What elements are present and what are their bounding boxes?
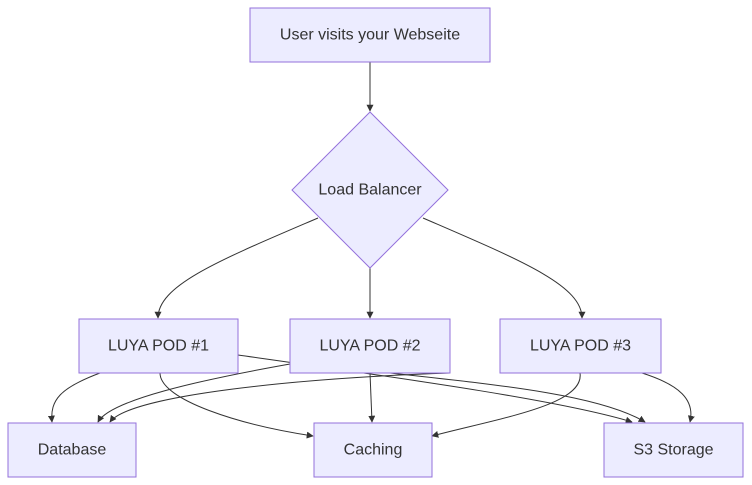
- edge-pod3-to-s3-storage: [641, 372, 695, 423]
- edge-pod2-to-s3-storage: [389, 372, 646, 423]
- node-label-database: Database: [38, 442, 107, 459]
- edge-load-balancer-to-pod1: [154, 217, 319, 319]
- edge-pod2-to-database: [97, 363, 291, 423]
- edge-pod2-to-caching: [368, 372, 376, 423]
- node-label-caching: Caching: [344, 442, 403, 459]
- node-label-pod1: LUYA POD #1: [108, 338, 209, 355]
- node-luya-pod-1: LUYA POD #1: [78, 318, 239, 374]
- node-luya-pod-2: LUYA POD #2: [289, 318, 451, 374]
- node-luya-pod-3: LUYA POD #3: [499, 318, 662, 374]
- node-label-pod2: LUYA POD #2: [319, 338, 420, 355]
- edge-pod3-to-database: [109, 372, 451, 423]
- node-label-user: User visits your Webseite: [280, 27, 460, 44]
- node-database: Database: [7, 422, 137, 478]
- node-label-load-balancer: Load Balancer: [318, 182, 422, 199]
- node-label-pod3: LUYA POD #3: [530, 338, 631, 355]
- edge-pod1-to-database: [47, 372, 101, 423]
- node-load-balancer: Load Balancer: [291, 111, 449, 269]
- node-caching: Caching: [313, 422, 433, 478]
- node-s3-storage: S3 Storage: [603, 422, 744, 478]
- edge-load-balancer-to-pod3: [422, 217, 586, 319]
- node-user-visits-website: User visits your Webseite: [249, 7, 491, 63]
- edge-pod1-to-caching: [159, 372, 314, 439]
- node-label-s3-storage: S3 Storage: [633, 442, 713, 459]
- edge-pod3-to-caching: [431, 372, 581, 438]
